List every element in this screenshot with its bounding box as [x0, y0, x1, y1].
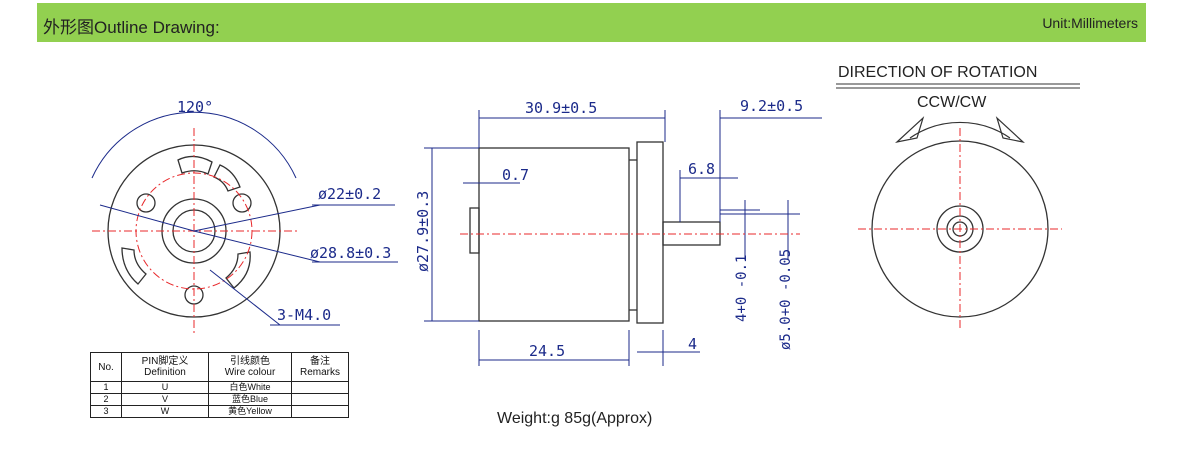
flange-thickness-label: 4 — [688, 335, 697, 353]
body-length-label: 30.9±0.5 — [525, 99, 597, 117]
rotation-arrows — [895, 116, 1025, 144]
unit-label: Unit:Millimeters — [1042, 15, 1138, 31]
rear-boss — [469, 207, 480, 254]
weight-label: Weight:g 85g(Approx) — [497, 410, 653, 427]
front-dimensions — [91, 111, 398, 326]
side-view — [469, 141, 721, 324]
cooling-slot-top-right — [213, 164, 241, 192]
side-dimensions — [424, 110, 822, 366]
shaft-step-label: 6.8 — [688, 160, 715, 178]
rotation-direction: CCW/CW — [917, 94, 987, 111]
header-banner: 外形图Outline Drawing: Unit:Millimeters — [37, 3, 1146, 42]
mount-hole-1 — [136, 193, 156, 213]
table-row: 2 V 蓝色Blue — [90, 393, 349, 406]
shaft-flat-label: 4+0 -0.1 — [734, 255, 750, 322]
pcd-outer-label: ø28.8±0.3 — [310, 244, 391, 262]
flange-gap-label: 0.7 — [502, 166, 529, 184]
holes-label: 3-M4.0 — [277, 306, 331, 324]
rotation-title: DIRECTION OF ROTATION — [838, 64, 1037, 81]
shaft-length-label: 9.2±0.5 — [740, 97, 803, 115]
drawing-title: 外形图Outline Drawing: — [43, 18, 220, 37]
header-no: No. — [90, 352, 122, 382]
angle-label: 120° — [177, 98, 213, 116]
mounting-flange — [636, 141, 664, 324]
cooling-slot-top — [177, 155, 213, 175]
rotation-centerlines — [858, 128, 1062, 330]
mount-hole-2 — [232, 193, 252, 213]
cooling-slot-left — [121, 247, 147, 285]
cooling-slot-right — [225, 251, 251, 289]
body-diameter-label: ø27.9±0.3 — [414, 191, 432, 272]
pcd-inner-label: ø22±0.2 — [318, 185, 381, 203]
base-length-label: 24.5 — [529, 342, 565, 360]
table-row: 3 W 黄色Yellow — [90, 405, 349, 418]
table-row: 1 U 白色White — [90, 381, 349, 394]
shaft-diameter-label: ø5.0+0 -0.05 — [778, 249, 794, 350]
